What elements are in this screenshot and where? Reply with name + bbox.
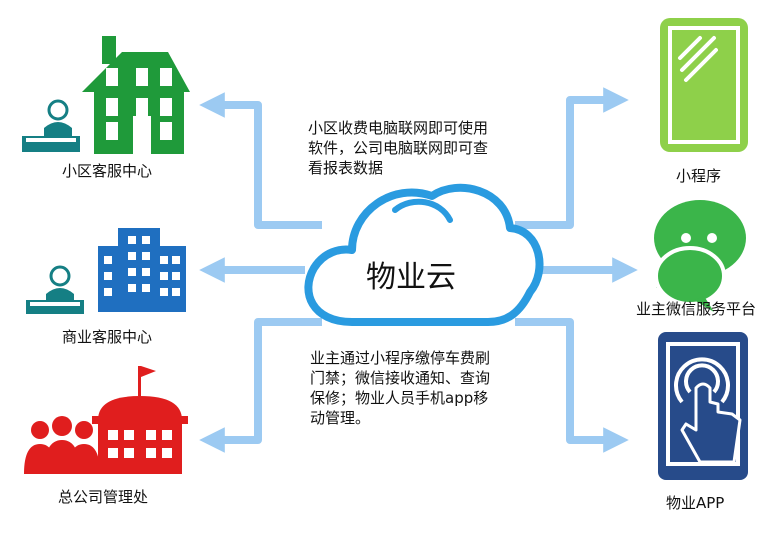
house-service-icon — [22, 36, 190, 154]
arrow-to-headquarters — [199, 318, 322, 453]
cloud-icon — [304, 183, 544, 326]
wechat-platform-label: 业主微信服务平台 — [636, 300, 757, 318]
headquarters-label: 总公司管理处 — [58, 488, 149, 506]
arrow-to-house — [199, 92, 322, 229]
building-service-icon — [26, 228, 186, 314]
tap-phone-icon — [658, 332, 748, 480]
arrow-to-mini-program — [515, 87, 629, 229]
mini-program-label: 小程序 — [676, 167, 722, 185]
mini-program-phone-icon — [660, 18, 748, 152]
top-note-line: 软件，公司电脑联网即可查 — [308, 139, 489, 157]
top-note-line: 看报表数据 — [308, 159, 384, 177]
connector-arrows — [199, 87, 638, 453]
bottom-note-line: 动管理。 — [310, 409, 371, 427]
wechat-icon — [654, 200, 746, 312]
property-app-label: 物业APP — [666, 494, 725, 512]
bottom-note: 业主通过小程序缴停车费刷 门禁；微信接收通知、查询 保修；物业人员手机app移 … — [310, 348, 525, 428]
top-note: 小区收费电脑联网即可使用 软件，公司电脑联网即可查 看报表数据 — [308, 118, 523, 178]
bottom-note-line: 业主通过小程序缴停车费刷 — [310, 349, 491, 367]
cloud-title: 物业云 — [366, 260, 456, 295]
arrow-to-app — [515, 318, 629, 453]
building-service-label: 商业客服中心 — [62, 328, 153, 346]
bottom-note-line: 门禁；微信接收通知、查询 — [310, 369, 491, 387]
bottom-note-line: 保修；物业人员手机app移 — [310, 389, 489, 407]
headquarters-icon — [24, 366, 188, 474]
top-note-line: 小区收费电脑联网即可使用 — [308, 119, 489, 137]
house-service-label: 小区客服中心 — [62, 162, 153, 180]
